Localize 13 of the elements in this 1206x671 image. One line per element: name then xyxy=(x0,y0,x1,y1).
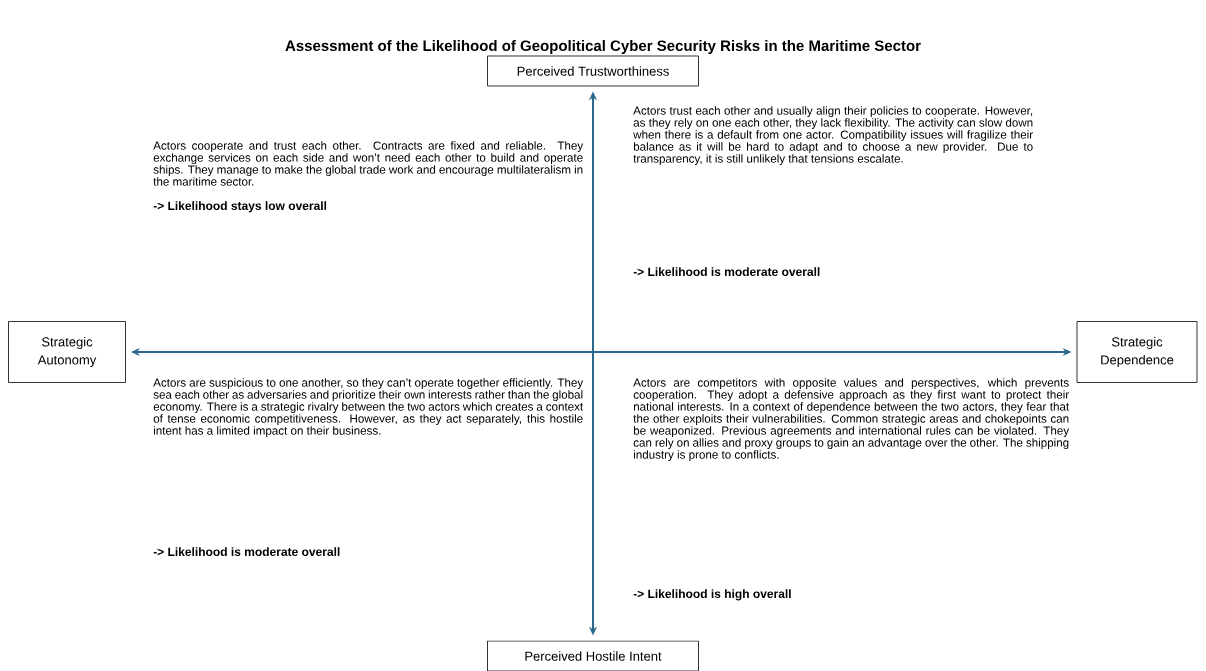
axis-label-box: Strategic Dependence xyxy=(1076,321,1198,383)
likelihood-note: -> Likelihood is moderate overall xyxy=(633,267,820,276)
axis-label-box: Strategic Autonomy xyxy=(8,321,126,383)
quadrant-text: Actors are competitors with opposite values and perspectives, which prevents cooperation. They adopt a defensive approach as they first want to protect their national interests. In a context of dependence between the two actors, they fear that the other exploits their vulnerabilities. Common strategic areas and chokepoints can be weaponized. Previous agreements and international rules can be violated. They can rely on allies and proxy groups to gain an advantage over the other. The shipping industry is prone to conflicts. xyxy=(633,378,1070,461)
likelihood-note: -> Likelihood is moderate overall xyxy=(153,547,340,556)
likelihood-note: -> Likelihood is high overall xyxy=(633,589,791,601)
quadrant-text: Actors are suspicious to one another, so they can’t operate together efficiently. They sea each other as adversaries and prioritize their own interests rather than the global economy. There is a strategic rivalry between the two actors which creates a context of tense economic competitiveness. However, as they act separately, this hostile intent has a limited impact on their business. xyxy=(153,378,584,437)
axis-label-box: Perceived Hostile Intent xyxy=(487,640,699,671)
quadrant-text: Actors trust each other and usually align their policies to cooperate. However, as they rely on one each other, they lack flexibility. The activity can slow down when there is a default from one actor. Compatibility issues will fragilize their balance as it will be hard to adapt and to choose a new provider. Due to transparency, it is still unlikely that tensions escalate. xyxy=(633,106,1033,165)
axis-label-box: Perceived Trustworthiness xyxy=(487,55,699,87)
title: Assessment of the Likelihood of Geopolitical Cyber Security Risks in the Maritime Sector xyxy=(285,40,921,54)
quadrant-text: Actors cooperate and trust each other. Contracts are fixed and reliable. They exchange services on each side and won’t need each other to build and operate ships. They manage to make the global trade work and encourage multilateralism in the maritime sector. xyxy=(153,141,584,186)
likelihood-note: -> Likelihood stays low overall xyxy=(153,201,327,213)
